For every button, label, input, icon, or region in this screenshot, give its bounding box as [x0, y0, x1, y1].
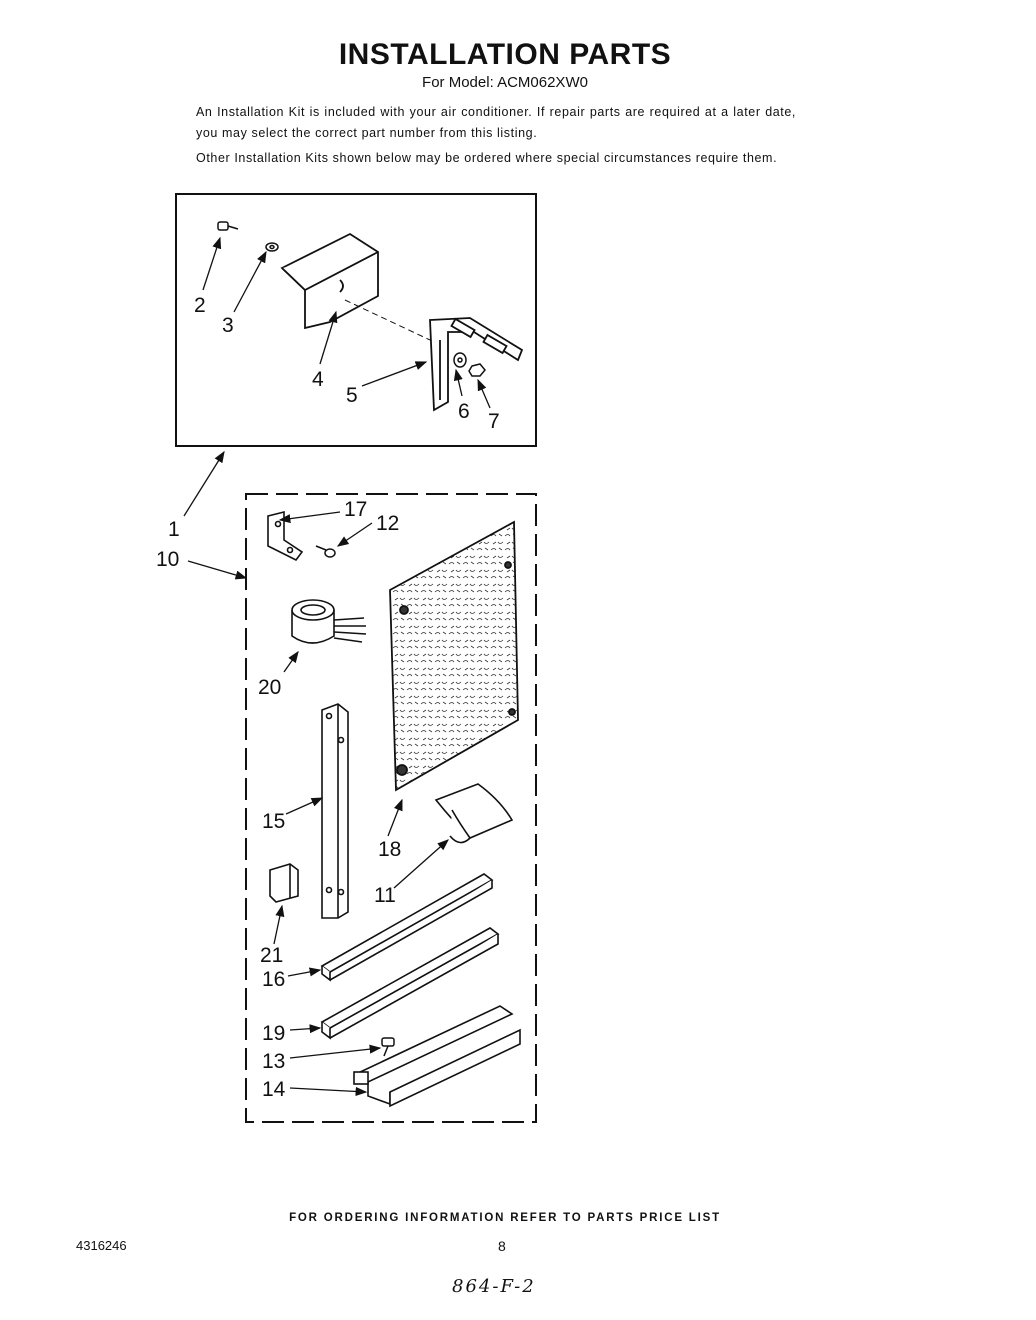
- parts-diagram: 1 2 3 4 5 6 7 10 11 12 13 14 15 16 17 18…: [156, 193, 537, 1123]
- callout-1: 1: [168, 518, 180, 541]
- seal-strip-part-16: [320, 873, 494, 982]
- callout-13: 13: [262, 1050, 285, 1073]
- callout-11: 11: [374, 884, 396, 907]
- model-subtitle: For Model: ACM062XW0: [422, 74, 588, 91]
- kit-10-box: [245, 493, 537, 1123]
- angle-channel-part-15: [321, 703, 349, 919]
- screw-part-2: [217, 221, 239, 231]
- block-part-21: [269, 863, 299, 903]
- washer-part-3: [265, 242, 279, 252]
- page-number: 8: [498, 1238, 506, 1254]
- callout-12: 12: [376, 512, 399, 535]
- kit-1-box: [175, 193, 537, 447]
- page-title: INSTALLATION PARTS: [338, 38, 672, 71]
- sill-channel-part-14: [353, 1005, 521, 1108]
- ordering-note: FOR ORDERING INFORMATION REFER TO PARTS …: [289, 1212, 721, 1224]
- angle-bracket-part-17: [267, 510, 304, 562]
- callout-19: 19: [262, 1022, 285, 1045]
- callout-21: 21: [260, 944, 283, 967]
- bracket-part-4: [280, 232, 379, 330]
- callout-6: 6: [458, 400, 470, 423]
- leader-lines: [183, 236, 491, 1096]
- alignment-dash-line: [344, 299, 431, 341]
- support-bracket-part-5: [429, 317, 524, 412]
- callout-16: 16: [262, 968, 285, 991]
- callout-15: 15: [262, 810, 285, 833]
- callout-17: 17: [344, 498, 367, 521]
- callout-14: 14: [262, 1078, 286, 1101]
- callout-2: 2: [194, 294, 206, 317]
- callout-4: 4: [312, 368, 324, 391]
- seal-strip-part-19: [320, 927, 500, 1040]
- callout-10: 10: [156, 548, 179, 571]
- panel-part-18: [389, 520, 519, 792]
- screw-part-12: [315, 545, 336, 558]
- callout-7: 7: [488, 410, 500, 433]
- washer-part-6: [453, 352, 467, 368]
- strap-part-11: [434, 783, 514, 844]
- callout-20: 20: [258, 676, 281, 699]
- handwritten-note: 864-F-2: [452, 1276, 536, 1297]
- screw-part-13: [381, 1037, 395, 1057]
- nut-part-7: [468, 363, 486, 377]
- callout-18: 18: [378, 838, 401, 861]
- callout-5: 5: [346, 384, 358, 407]
- document-number: 4316246: [76, 1238, 127, 1253]
- intro-paragraph-2: Other Installation Kits shown below may …: [196, 151, 778, 165]
- tape-roll-part-20: [291, 599, 367, 644]
- callout-3: 3: [222, 314, 234, 337]
- intro-paragraph-1: An Installation Kit is included with you…: [196, 105, 796, 140]
